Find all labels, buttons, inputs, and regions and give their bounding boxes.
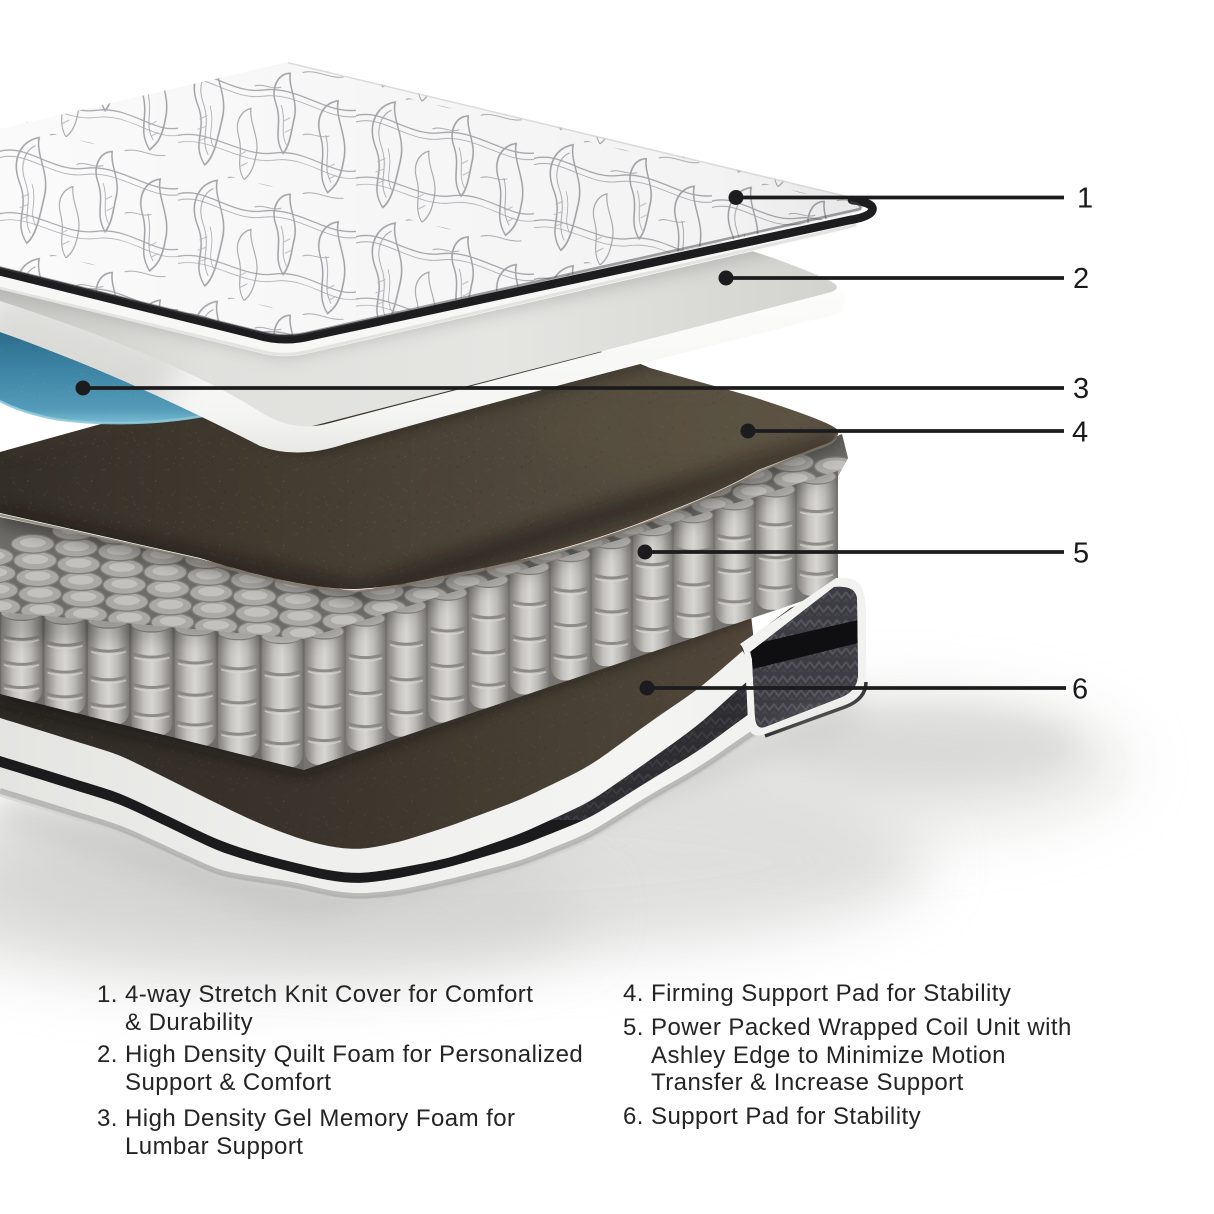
svg-text:4-way Stretch Knit Cover for C: 4-way Stretch Knit Cover for Comfort xyxy=(125,981,533,1008)
svg-text:5: 5 xyxy=(1073,538,1089,570)
svg-text:Support & Comfort: Support & Comfort xyxy=(125,1069,331,1096)
svg-text:2: 2 xyxy=(1073,263,1089,295)
svg-text:High Density Quilt Foam for Pe: High Density Quilt Foam for Personalized xyxy=(125,1041,583,1068)
svg-text:4: 4 xyxy=(1072,417,1088,449)
svg-text:2.: 2. xyxy=(97,1041,118,1068)
svg-text:Support Pad for Stability: Support Pad for Stability xyxy=(651,1103,921,1130)
svg-text:6.: 6. xyxy=(623,1103,644,1130)
svg-text:Firming Support Pad for Stabil: Firming Support Pad for Stability xyxy=(651,980,1011,1007)
svg-text:6: 6 xyxy=(1072,674,1088,706)
svg-text:1: 1 xyxy=(1077,183,1093,215)
svg-text:Lumbar Support: Lumbar Support xyxy=(125,1133,303,1160)
svg-text:3.: 3. xyxy=(97,1105,118,1132)
svg-text:Power Packed Wrapped Coil Unit: Power Packed Wrapped Coil Unit with xyxy=(651,1014,1072,1041)
svg-text:Transfer & Increase Support: Transfer & Increase Support xyxy=(651,1069,964,1096)
svg-text:1.: 1. xyxy=(97,981,118,1008)
svg-text:4.: 4. xyxy=(623,980,644,1007)
svg-text:Ashley Edge to Minimize Motion: Ashley Edge to Minimize Motion xyxy=(651,1042,1006,1069)
svg-text:High Density Gel Memory Foam f: High Density Gel Memory Foam for xyxy=(125,1105,516,1132)
svg-text:3: 3 xyxy=(1073,373,1089,405)
svg-text:& Durability: & Durability xyxy=(125,1009,253,1036)
svg-text:5.: 5. xyxy=(623,1014,644,1041)
